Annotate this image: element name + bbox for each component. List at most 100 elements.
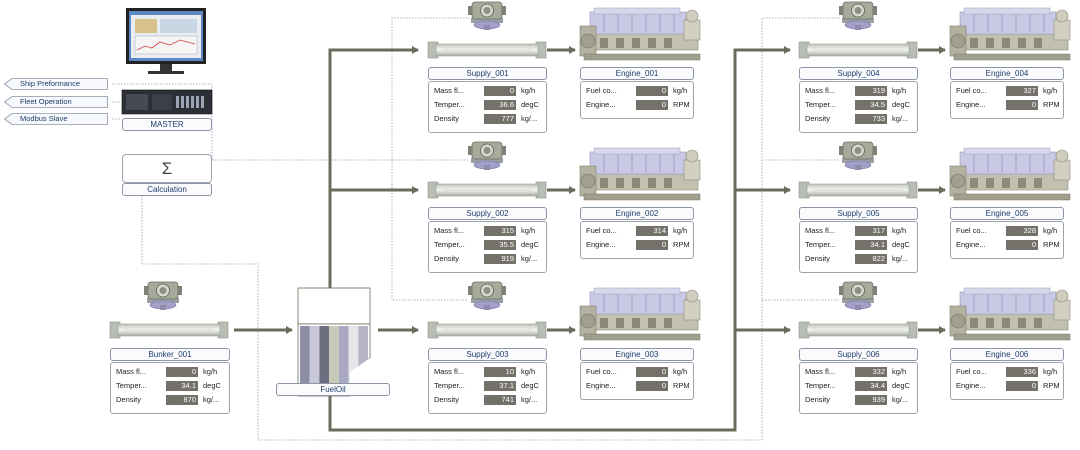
row-unit: RPM bbox=[1043, 381, 1060, 390]
supply-002-name[interactable]: Supply_002 bbox=[428, 207, 547, 220]
mass-flow-value: 319 bbox=[855, 86, 887, 96]
row-label: Fuel co... bbox=[956, 86, 987, 95]
fuel-oil-label[interactable]: FuelOil bbox=[276, 383, 390, 396]
supply-003-name[interactable]: Supply_003 bbox=[428, 348, 547, 361]
row-label: Density bbox=[805, 395, 831, 404]
row-label: Engine... bbox=[956, 100, 986, 109]
engine-002-name[interactable]: Engine_002 bbox=[580, 207, 694, 220]
row-unit: kg/h bbox=[1043, 226, 1058, 235]
supply-005-name[interactable]: Supply_005 bbox=[799, 207, 918, 220]
row-label: Engine... bbox=[586, 240, 616, 249]
row-label: Temper... bbox=[434, 240, 465, 249]
row-unit: kg/h bbox=[673, 226, 688, 235]
row-unit: kg/h bbox=[673, 86, 688, 95]
engine-speed-value: 0 bbox=[636, 100, 668, 110]
modbus-slave-label: Modbus Slave bbox=[20, 114, 68, 123]
engine-001-name[interactable]: Engine_001 bbox=[580, 67, 694, 80]
density-value: 939 bbox=[855, 395, 887, 405]
engine-004-name[interactable]: Engine_004 bbox=[950, 67, 1064, 80]
row-unit: degC bbox=[203, 381, 221, 390]
fuel-consumption-value: 0 bbox=[636, 86, 668, 96]
row-label: Engine... bbox=[586, 100, 616, 109]
row-label: Engine... bbox=[956, 240, 986, 249]
engine-005-name[interactable]: Engine_005 bbox=[950, 207, 1064, 220]
row-unit: kg/h bbox=[1043, 367, 1058, 376]
supply-005-meter-icon bbox=[838, 141, 878, 171]
sigma-icon: Σ bbox=[161, 159, 173, 178]
row-label: Density bbox=[116, 395, 142, 404]
engine-006-name[interactable]: Engine_006 bbox=[950, 348, 1064, 361]
row-unit: kg/... bbox=[892, 395, 909, 404]
row-unit: degC bbox=[521, 100, 539, 109]
temperature-value: 35.5 bbox=[484, 240, 516, 250]
row-label: Temper... bbox=[805, 100, 836, 109]
density-value: 733 bbox=[855, 114, 887, 124]
supply-004-meter-icon bbox=[838, 1, 878, 31]
row-unit: kg/... bbox=[892, 114, 909, 123]
row-label: Mass fl... bbox=[116, 367, 147, 376]
row-unit: kg/h bbox=[892, 226, 907, 235]
row-label: Temper... bbox=[805, 381, 836, 390]
row-unit: kg/... bbox=[521, 254, 538, 263]
supply-006-name[interactable]: Supply_006 bbox=[799, 348, 918, 361]
row-unit: degC bbox=[892, 381, 910, 390]
calculation-label[interactable]: Calculation bbox=[122, 183, 212, 196]
supply-006-meter-icon bbox=[838, 281, 878, 311]
engine-002-icon bbox=[579, 147, 701, 201]
supply-001-name[interactable]: Supply_001 bbox=[428, 67, 547, 80]
row-label: Temper... bbox=[805, 240, 836, 249]
row-unit: kg/h bbox=[673, 367, 688, 376]
link-arrow-shape bbox=[4, 78, 108, 90]
mass-flow-value: 0 bbox=[484, 86, 516, 96]
fleet-operation-link[interactable]: Fleet Operation bbox=[4, 96, 108, 108]
tank-stripe bbox=[300, 326, 310, 394]
tank-stripe bbox=[358, 326, 368, 394]
bunker-meter-icon bbox=[143, 281, 183, 311]
row-unit: kg/... bbox=[521, 114, 538, 123]
row-unit: kg/... bbox=[892, 254, 909, 263]
engine-003-name[interactable]: Engine_003 bbox=[580, 348, 694, 361]
supply-002-meter-icon bbox=[467, 141, 507, 171]
row-label: Mass fl... bbox=[434, 367, 465, 376]
calculation-block[interactable]: Σ bbox=[122, 154, 212, 183]
supply-004-name[interactable]: Supply_004 bbox=[799, 67, 918, 80]
row-label: Mass fl... bbox=[805, 86, 836, 95]
engine-speed-value: 0 bbox=[636, 240, 668, 250]
row-unit: kg/... bbox=[203, 395, 220, 404]
engine-006-icon bbox=[949, 287, 1071, 341]
row-label: Mass fl... bbox=[434, 226, 465, 235]
engine-speed-value: 0 bbox=[636, 381, 668, 391]
master-label[interactable]: MASTER bbox=[122, 118, 212, 131]
fuel-consumption-value: 328 bbox=[1006, 226, 1038, 236]
bunker-name[interactable]: Bunker_001 bbox=[110, 348, 230, 361]
tank-stripe bbox=[319, 326, 330, 394]
density-value: 777 bbox=[484, 114, 516, 124]
engine-004-icon bbox=[949, 7, 1071, 61]
modbus-slave-link[interactable]: Modbus Slave bbox=[4, 113, 108, 125]
mass-flow-value: 10 bbox=[484, 367, 516, 377]
temperature-value: 34.5 bbox=[855, 100, 887, 110]
supply-005-flowmeter bbox=[798, 181, 918, 199]
temperature-value: 34.1 bbox=[166, 381, 198, 391]
row-unit: kg/h bbox=[203, 367, 218, 376]
tank-stripe bbox=[329, 326, 339, 394]
engine-speed-value: 0 bbox=[1006, 381, 1038, 391]
ship-performance-link[interactable]: Ship Preformance bbox=[4, 78, 108, 90]
fuel-oil-tank-icon bbox=[297, 287, 371, 397]
supply-004-flowmeter bbox=[798, 41, 918, 59]
row-label: Density bbox=[805, 254, 831, 263]
monitor-icon bbox=[126, 8, 206, 74]
row-unit: degC bbox=[521, 240, 539, 249]
supply-002-flowmeter bbox=[427, 181, 547, 199]
row-label: Mass fl... bbox=[805, 226, 836, 235]
row-label: Fuel co... bbox=[586, 86, 617, 95]
row-label: Mass fl... bbox=[805, 367, 836, 376]
signal-lines bbox=[112, 17, 840, 441]
row-label: Fuel co... bbox=[956, 226, 987, 235]
engine-001-icon bbox=[579, 7, 701, 61]
row-label: Temper... bbox=[434, 381, 465, 390]
